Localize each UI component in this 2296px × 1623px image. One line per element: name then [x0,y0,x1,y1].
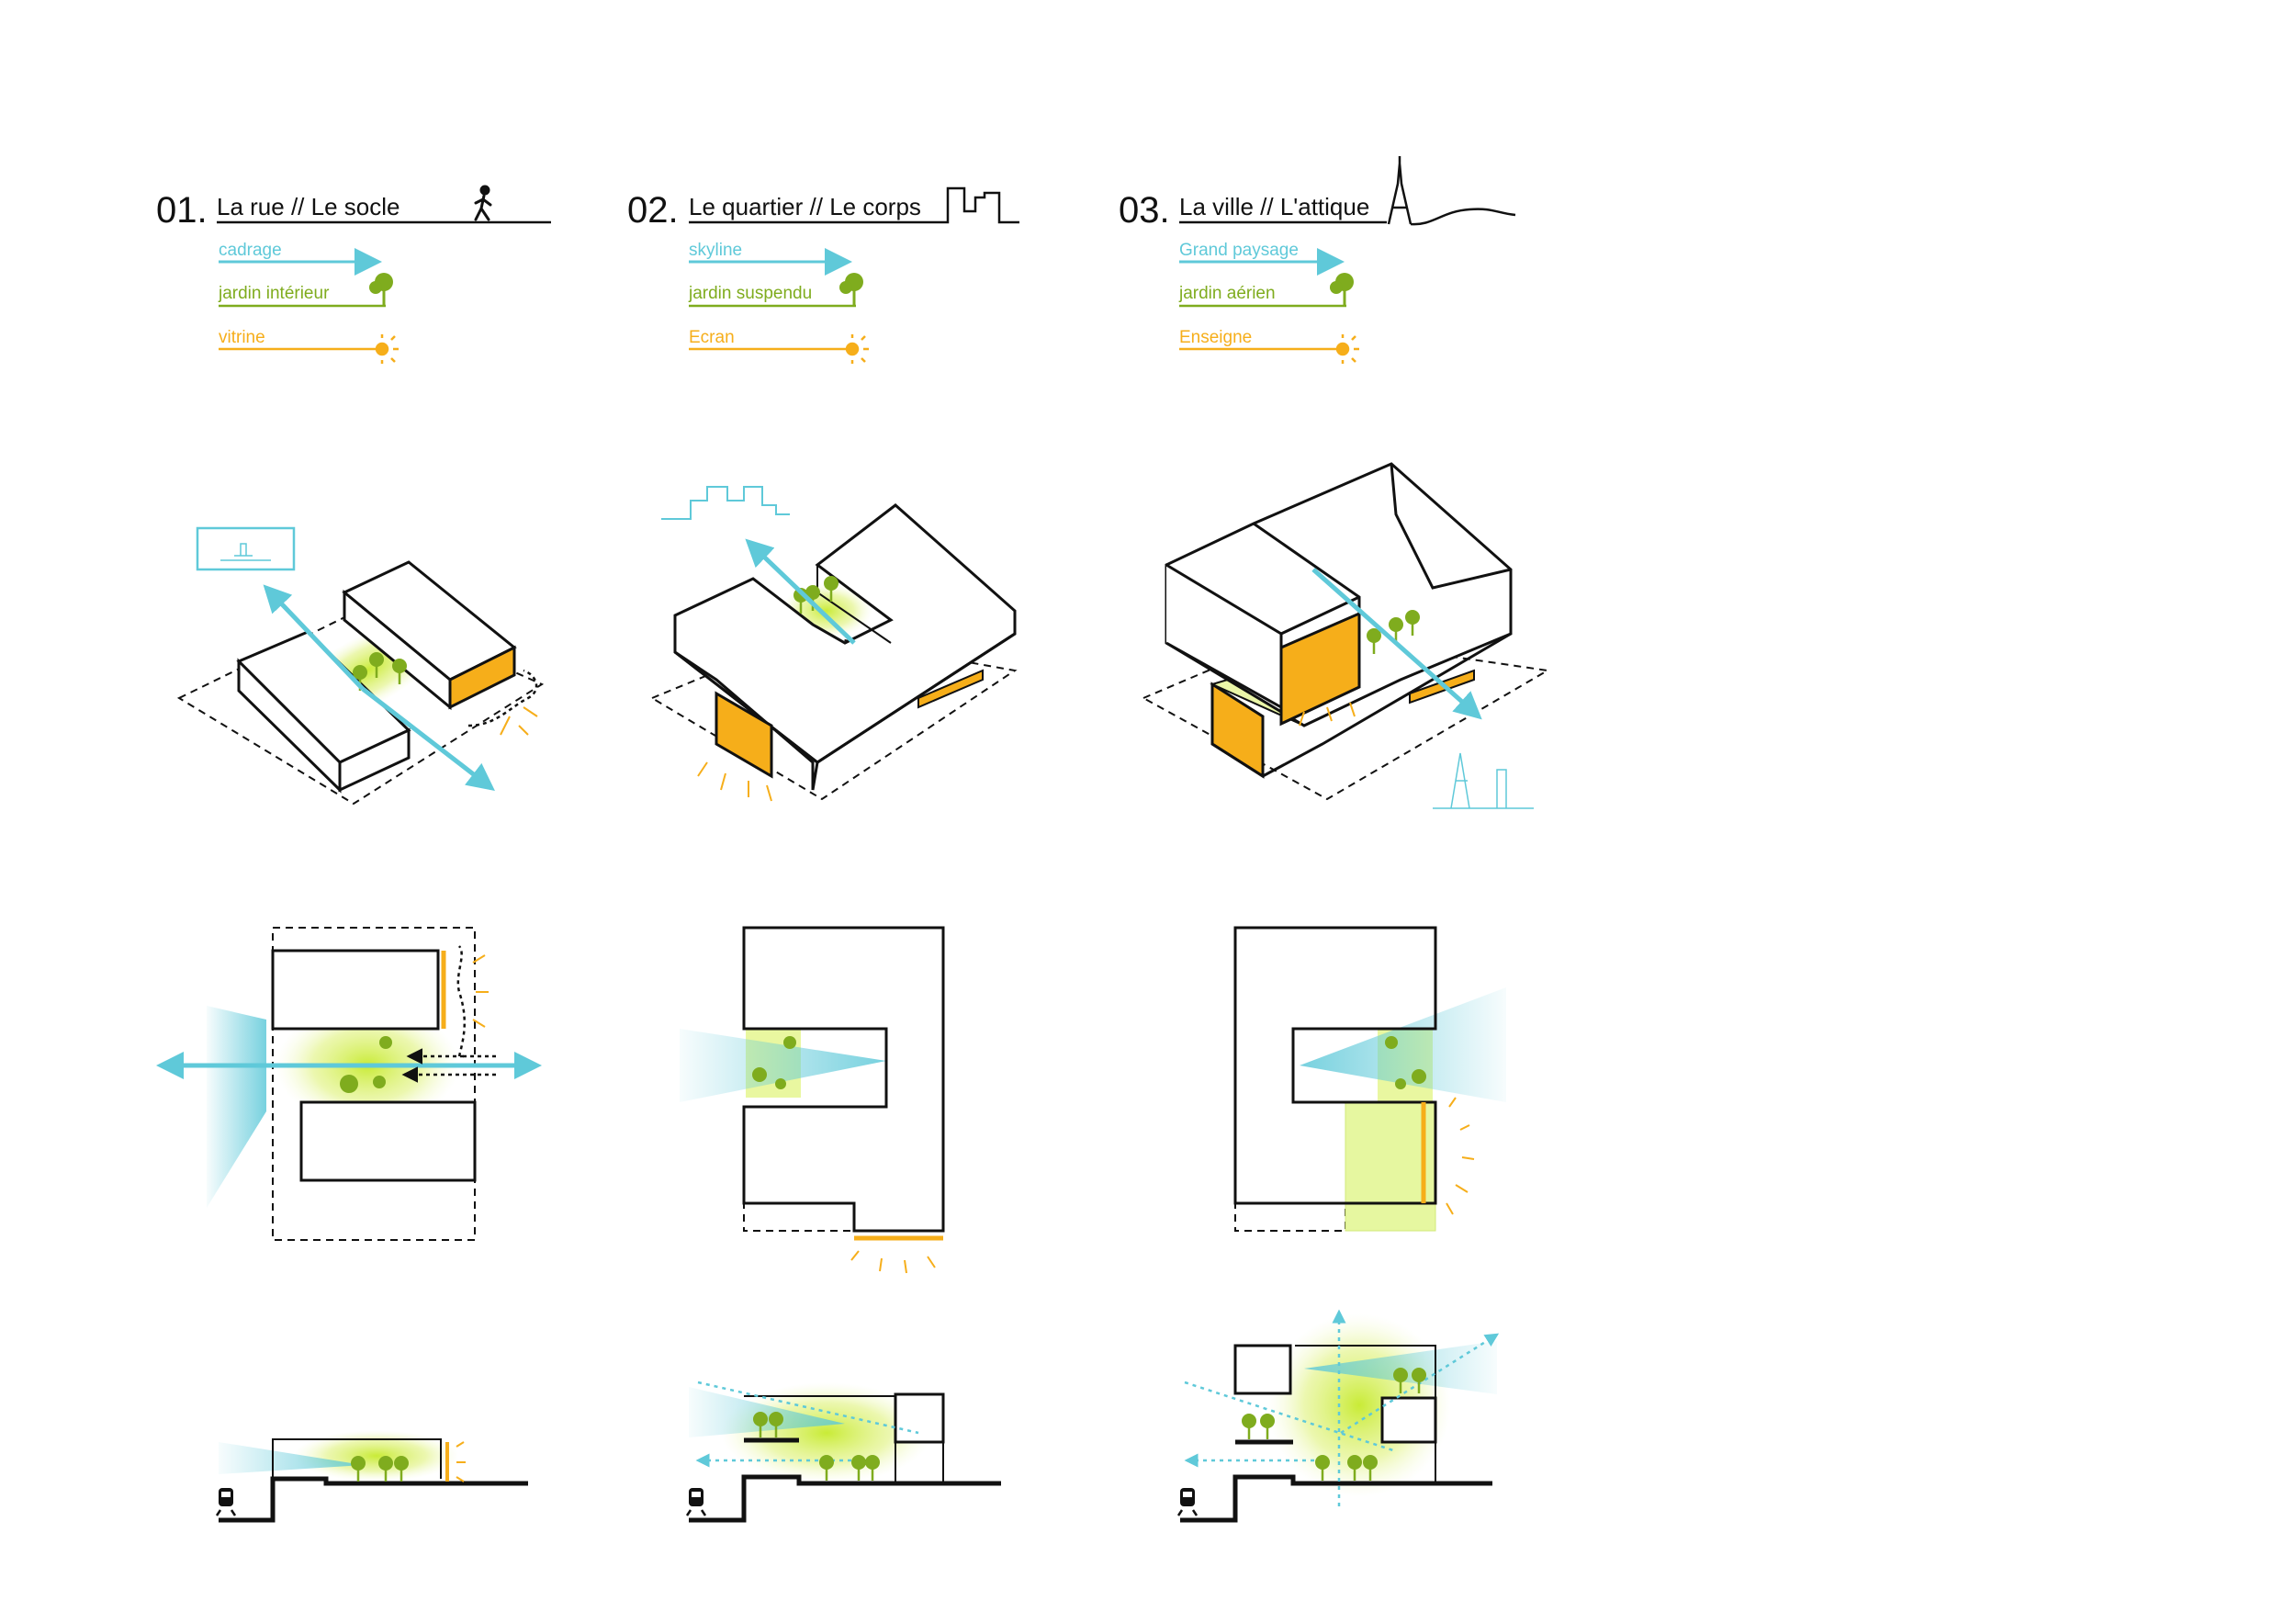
section-3 [1176,1309,1500,1523]
legend-green-label: jardin suspendu [688,284,812,303]
column-number: 03. [1119,190,1170,231]
plan-2 [680,926,945,1274]
eiffel-landscape-icon [1433,752,1534,809]
column-title: Le quartier // Le corps [689,193,921,220]
legend-orange-label: Ecran [689,328,735,347]
train-icon [215,1488,237,1516]
legend-cyan-label: Grand paysage [1179,241,1299,260]
column-1-header: 01. La rue // Le socle cadrage jardin in… [156,185,551,364]
pedestrian-icon [474,185,492,221]
column-title: La ville // L'attique [1179,193,1369,220]
legend-cyan-label: skyline [689,241,742,260]
tree-icon [839,273,863,306]
column-number: 01. [156,190,208,231]
skyline-outline-icon [661,486,790,520]
legend-orange-label: vitrine [219,328,265,347]
section-2 [685,1381,1001,1523]
train-icon [1176,1488,1199,1516]
plan-3 [1233,926,1506,1232]
plan-1 [156,927,542,1241]
axonometric-2 [649,486,1018,802]
light-bulb-icon [375,334,399,364]
legend-orange-label: Enseigne [1179,328,1252,347]
legend-cyan-label: cadrage [219,241,282,260]
landscape-frame-icon [196,526,296,571]
legend-green-label: jardin intérieur [218,284,330,303]
legend-green-label: jardin aérien [1178,284,1276,303]
column-3-header: 03. La ville // L'attique Grand paysage … [1119,156,1516,364]
tree-icon [1330,273,1354,306]
axonometric-1 [176,526,545,806]
column-number: 02. [627,190,679,231]
tree-icon [369,273,393,306]
axonometric-3 [1141,462,1550,809]
light-bulb-icon [1335,334,1359,364]
eiffel-tower-icon [1387,156,1516,226]
light-bulb-icon [845,334,869,364]
skyline-icon [689,186,1019,224]
train-icon [685,1488,707,1516]
column-2-header: 02. Le quartier // Le corps skyline jard… [627,186,1019,364]
section-1 [215,1430,528,1523]
column-title: La rue // Le socle [217,193,400,220]
